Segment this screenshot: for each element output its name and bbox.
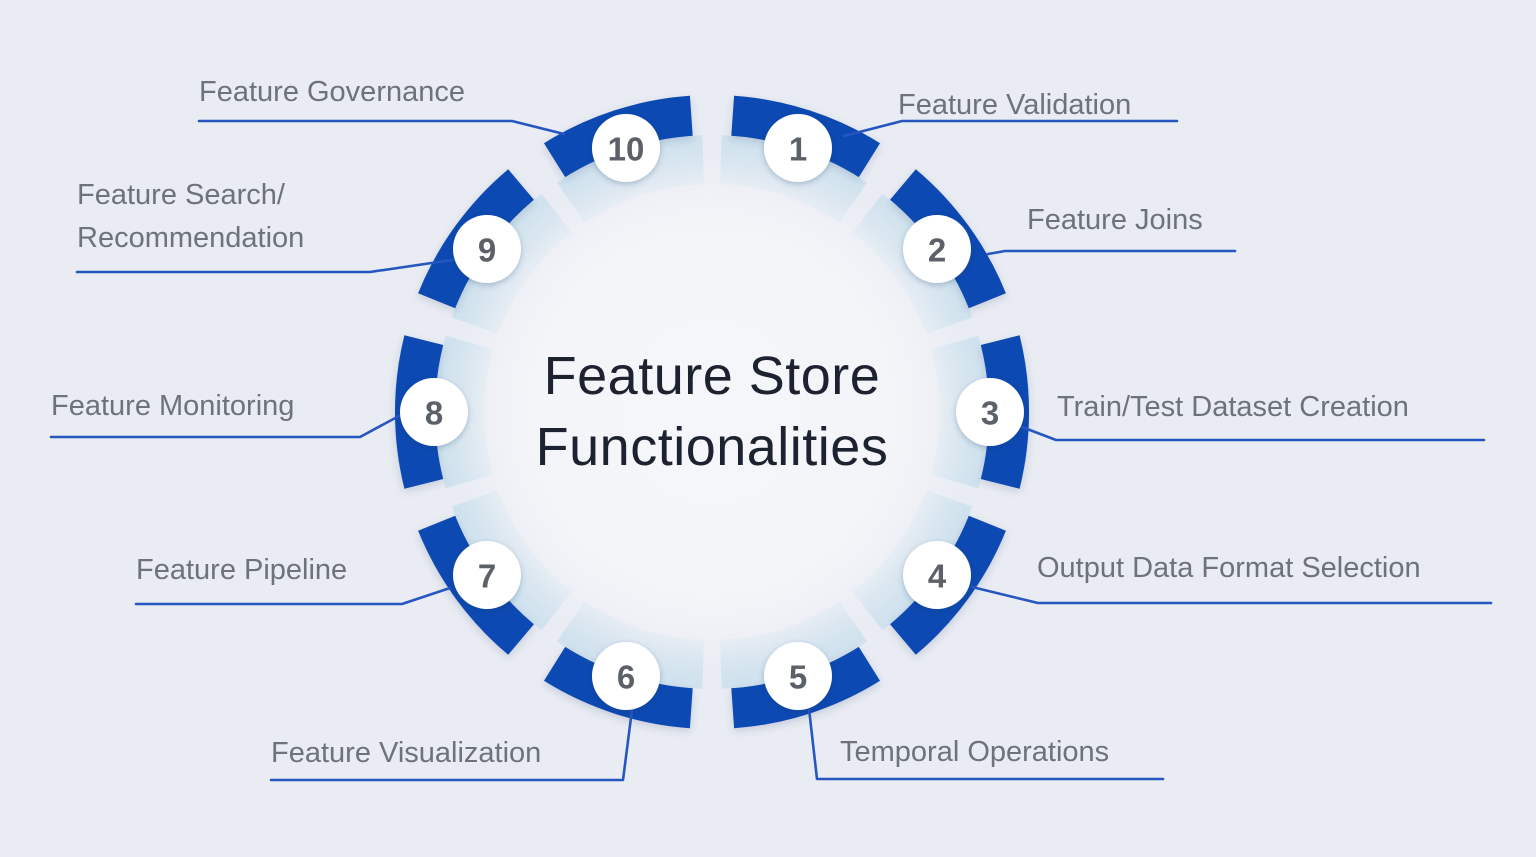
ring-segments	[394, 95, 1030, 729]
label-feature-governance: Feature Governance	[199, 76, 465, 108]
label-feature-visualization: Feature Visualization	[271, 737, 542, 769]
label-feature-validation: Feature Validation	[898, 89, 1132, 121]
label-temporal-operations: Temporal Operations	[840, 736, 1110, 768]
label-train-test-dataset-creation: Train/Test Dataset Creation	[1057, 391, 1409, 423]
badge-number: 3	[981, 395, 999, 432]
title-line-1: Feature Store	[543, 346, 881, 406]
label-feature-pipeline: Feature Pipeline	[136, 554, 348, 586]
badge-circle	[764, 114, 832, 182]
connector-item-2	[986, 249, 1237, 256]
badge-circle	[592, 642, 660, 710]
item-badge-4: 4	[903, 541, 971, 609]
connector-item-6	[269, 700, 635, 782]
badge-circle	[592, 114, 660, 182]
item-badge-5: 5	[764, 642, 832, 710]
label-feature-search-recommendation: Feature Search/ Recommendation	[77, 179, 305, 254]
label-feature-joins: Feature Joins	[1027, 204, 1203, 236]
number-badges: 1 2 3 4 5 6 7	[400, 114, 1024, 710]
badge-number: 1	[789, 131, 807, 168]
badge-number: 4	[928, 558, 947, 595]
connector-item-9	[75, 258, 454, 274]
item-badge-7: 7	[453, 541, 521, 609]
item-badge-8: 8	[400, 378, 468, 446]
badge-circle	[453, 541, 521, 609]
connector-item-1	[842, 119, 1179, 138]
badge-circle	[903, 541, 971, 609]
badge-circle	[956, 378, 1024, 446]
badge-number: 6	[617, 659, 635, 696]
item-badge-10: 10	[592, 114, 660, 182]
title-line-2: Functionalities	[535, 417, 889, 477]
connector-lines	[49, 119, 1493, 782]
item-badge-2: 2	[903, 215, 971, 283]
diagram-title: Feature Store Functionalities	[536, 341, 889, 483]
badge-number: 5	[789, 659, 807, 696]
badge-circle	[400, 378, 468, 446]
item-badge-1: 1	[764, 114, 832, 182]
badge-number: 9	[478, 232, 496, 269]
badge-number: 8	[425, 395, 443, 432]
label-feature-monitoring: Feature Monitoring	[51, 390, 295, 422]
connector-item-8	[49, 414, 401, 439]
connector-item-3	[1020, 425, 1486, 442]
item-badge-6: 6	[592, 642, 660, 710]
connector-item-5	[806, 698, 1165, 781]
item-badge-9: 9	[453, 215, 521, 283]
badge-circle	[764, 642, 832, 710]
badge-number: 7	[478, 558, 496, 595]
badge-circle	[453, 215, 521, 283]
badge-circle	[903, 215, 971, 283]
connector-item-10	[197, 119, 566, 136]
badge-number: 2	[928, 232, 946, 269]
center-glow	[450, 150, 974, 674]
connector-item-4	[970, 585, 1493, 605]
badge-number: 10	[608, 131, 645, 168]
item-badge-3: 3	[956, 378, 1024, 446]
label-output-data-format-selection: Output Data Format Selection	[1037, 552, 1421, 584]
connector-item-7	[134, 586, 452, 606]
